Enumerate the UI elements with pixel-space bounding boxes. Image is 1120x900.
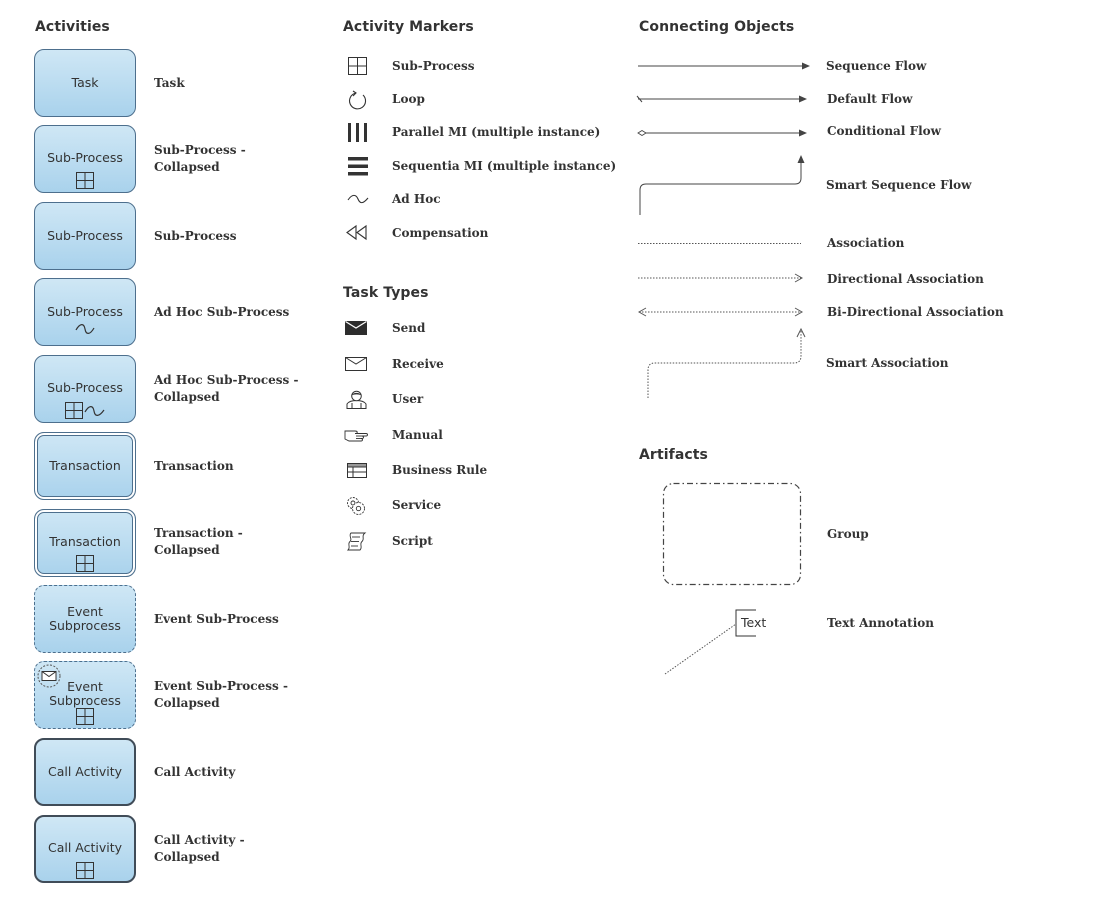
call-activity-shape-text: Call Activity: [47, 764, 123, 779]
task-user-label: User: [392, 392, 424, 406]
conditional-flow-label: Conditional Flow: [827, 124, 941, 138]
plus-box-icon: [348, 57, 367, 75]
directional-association-label: Directional Association: [827, 272, 984, 286]
sub-process-label: Sub-Process: [154, 229, 237, 243]
connecting-objects-heading: Connecting Objects: [639, 19, 795, 35]
connecting-objects-drawing: [636, 62, 810, 398]
ad-hoc-sub-process-shape[interactable]: Sub-Process: [34, 278, 136, 346]
activity-markers-heading: Activity Markers: [343, 19, 474, 35]
sub-process-collapsed-shape[interactable]: Sub-Process: [34, 125, 136, 193]
event-sub-process-label: Event Sub-Process: [154, 612, 279, 626]
task-receive-label: Receive: [392, 357, 444, 371]
ad-hoc-sub-process-shape-text: Sub-Process: [47, 304, 123, 319]
plus-box-icon: [76, 555, 94, 572]
plus-box-icon: [76, 172, 94, 189]
tilde-icon: [75, 324, 95, 334]
ad-hoc-sub-process-collapsed-label: Ad Hoc Sub-Process - Collapsed: [154, 373, 299, 404]
ad-hoc-sub-process-label: Ad Hoc Sub-Process: [154, 305, 290, 319]
task-service-label: Service: [392, 498, 442, 512]
bi-directional-association-line[interactable]: [637, 307, 804, 317]
call-activity-collapsed-shape[interactable]: Call Activity: [34, 815, 136, 883]
loop-icon: [348, 90, 367, 110]
sub-process-collapsed-shape-text: Sub-Process: [47, 149, 123, 165]
plus-box-icon: [76, 708, 94, 725]
marker-sub-process-label: Sub-Process: [392, 59, 475, 73]
task-shape-text: Task: [71, 75, 99, 90]
task-shape[interactable]: Task: [34, 49, 136, 117]
marker-ad-hoc-label: Ad Hoc: [392, 192, 441, 206]
annotation-text: Text: [741, 615, 767, 630]
sequential-mi-icon: [348, 157, 368, 176]
call-activity-collapsed-label: Call Activity - Collapsed: [154, 833, 245, 864]
sub-process-shape-text: Sub-Process: [47, 228, 123, 243]
tilde-icon: [347, 194, 369, 204]
transaction-shape[interactable]: Transaction: [34, 432, 136, 500]
transaction-shape-text: Transaction: [49, 458, 121, 473]
sequence-flow-line[interactable]: [638, 62, 810, 70]
directional-association-line[interactable]: [638, 273, 804, 283]
task-types-heading: Task Types: [343, 285, 429, 301]
task-label: Task: [154, 76, 185, 90]
message-start-event-icon: [37, 664, 61, 688]
script-icon: [346, 532, 367, 551]
event-sub-process-collapsed-label: Event Sub-Process - Collapsed: [154, 679, 288, 710]
smart-association-label: Smart Association: [826, 356, 949, 370]
compensation-icon: [346, 224, 367, 241]
bi-directional-association-label: Bi-Directional Association: [827, 305, 1004, 319]
plus-box-icon: [76, 862, 94, 879]
user-icon: [346, 390, 367, 409]
conditional-flow-line[interactable]: [637, 129, 807, 137]
group-shape[interactable]: [662, 482, 804, 588]
transaction-collapsed-shape-text: Transaction: [49, 534, 121, 549]
receive-envelope-icon: [345, 357, 367, 371]
sub-process-shape[interactable]: Sub-Process: [34, 202, 136, 270]
event-sub-process-collapsed-shape[interactable]: Event Subprocess: [34, 661, 136, 729]
gear-icon: [347, 497, 365, 515]
sub-process-collapsed-label: Sub-Process - Collapsed: [154, 143, 246, 174]
activities-heading: Activities: [35, 19, 110, 35]
marker-sequential-mi-label: Sequentia MI (multiple instance): [392, 159, 617, 173]
ad-hoc-sub-process-collapsed-shape-text: Sub-Process: [47, 379, 123, 395]
send-envelope-icon: [345, 320, 367, 335]
artifacts-heading: Artifacts: [639, 447, 708, 463]
call-activity-shape[interactable]: Call Activity: [34, 738, 136, 806]
smart-sequence-flow-line[interactable]: [639, 155, 805, 215]
transaction-collapsed-label: Transaction - Collapsed: [154, 526, 243, 557]
collapsed-ad-hoc-marker-icon: [65, 402, 105, 419]
smart-sequence-flow-label: Smart Sequence Flow: [826, 178, 972, 192]
hand-icon: [344, 430, 368, 442]
group-label: Group: [827, 527, 869, 541]
task-manual-label: Manual: [392, 428, 443, 442]
marker-compensation-label: Compensation: [392, 226, 489, 240]
transaction-collapsed-shape[interactable]: Transaction: [34, 509, 136, 577]
call-activity-collapsed-shape-text: Call Activity: [47, 840, 123, 855]
task-script-label: Script: [392, 534, 433, 548]
parallel-mi-icon: [348, 123, 367, 142]
text-annotation-shape[interactable]: [662, 608, 762, 678]
sequence-flow-label: Sequence Flow: [826, 59, 927, 73]
transaction-label: Transaction: [154, 459, 234, 473]
text-annotation-label: Text Annotation: [827, 616, 934, 630]
event-sub-process-collapsed-shape-text: Event Subprocess: [49, 678, 121, 708]
table-icon: [347, 463, 367, 478]
ad-hoc-sub-process-collapsed-shape[interactable]: Sub-Process: [34, 355, 136, 423]
marker-parallel-mi-label: Parallel MI (multiple instance): [392, 125, 601, 139]
default-flow-line[interactable]: [636, 95, 807, 103]
task-business-rule-label: Business Rule: [392, 463, 488, 477]
event-sub-process-shape[interactable]: Event Subprocess: [34, 585, 136, 653]
default-flow-label: Default Flow: [827, 92, 913, 106]
task-send-label: Send: [392, 321, 426, 335]
smart-association-line[interactable]: [647, 327, 806, 398]
marker-loop-label: Loop: [392, 92, 425, 106]
association-label: Association: [827, 236, 905, 250]
call-activity-label: Call Activity: [154, 765, 236, 779]
event-sub-process-shape-text: Event Subprocess: [49, 604, 121, 633]
